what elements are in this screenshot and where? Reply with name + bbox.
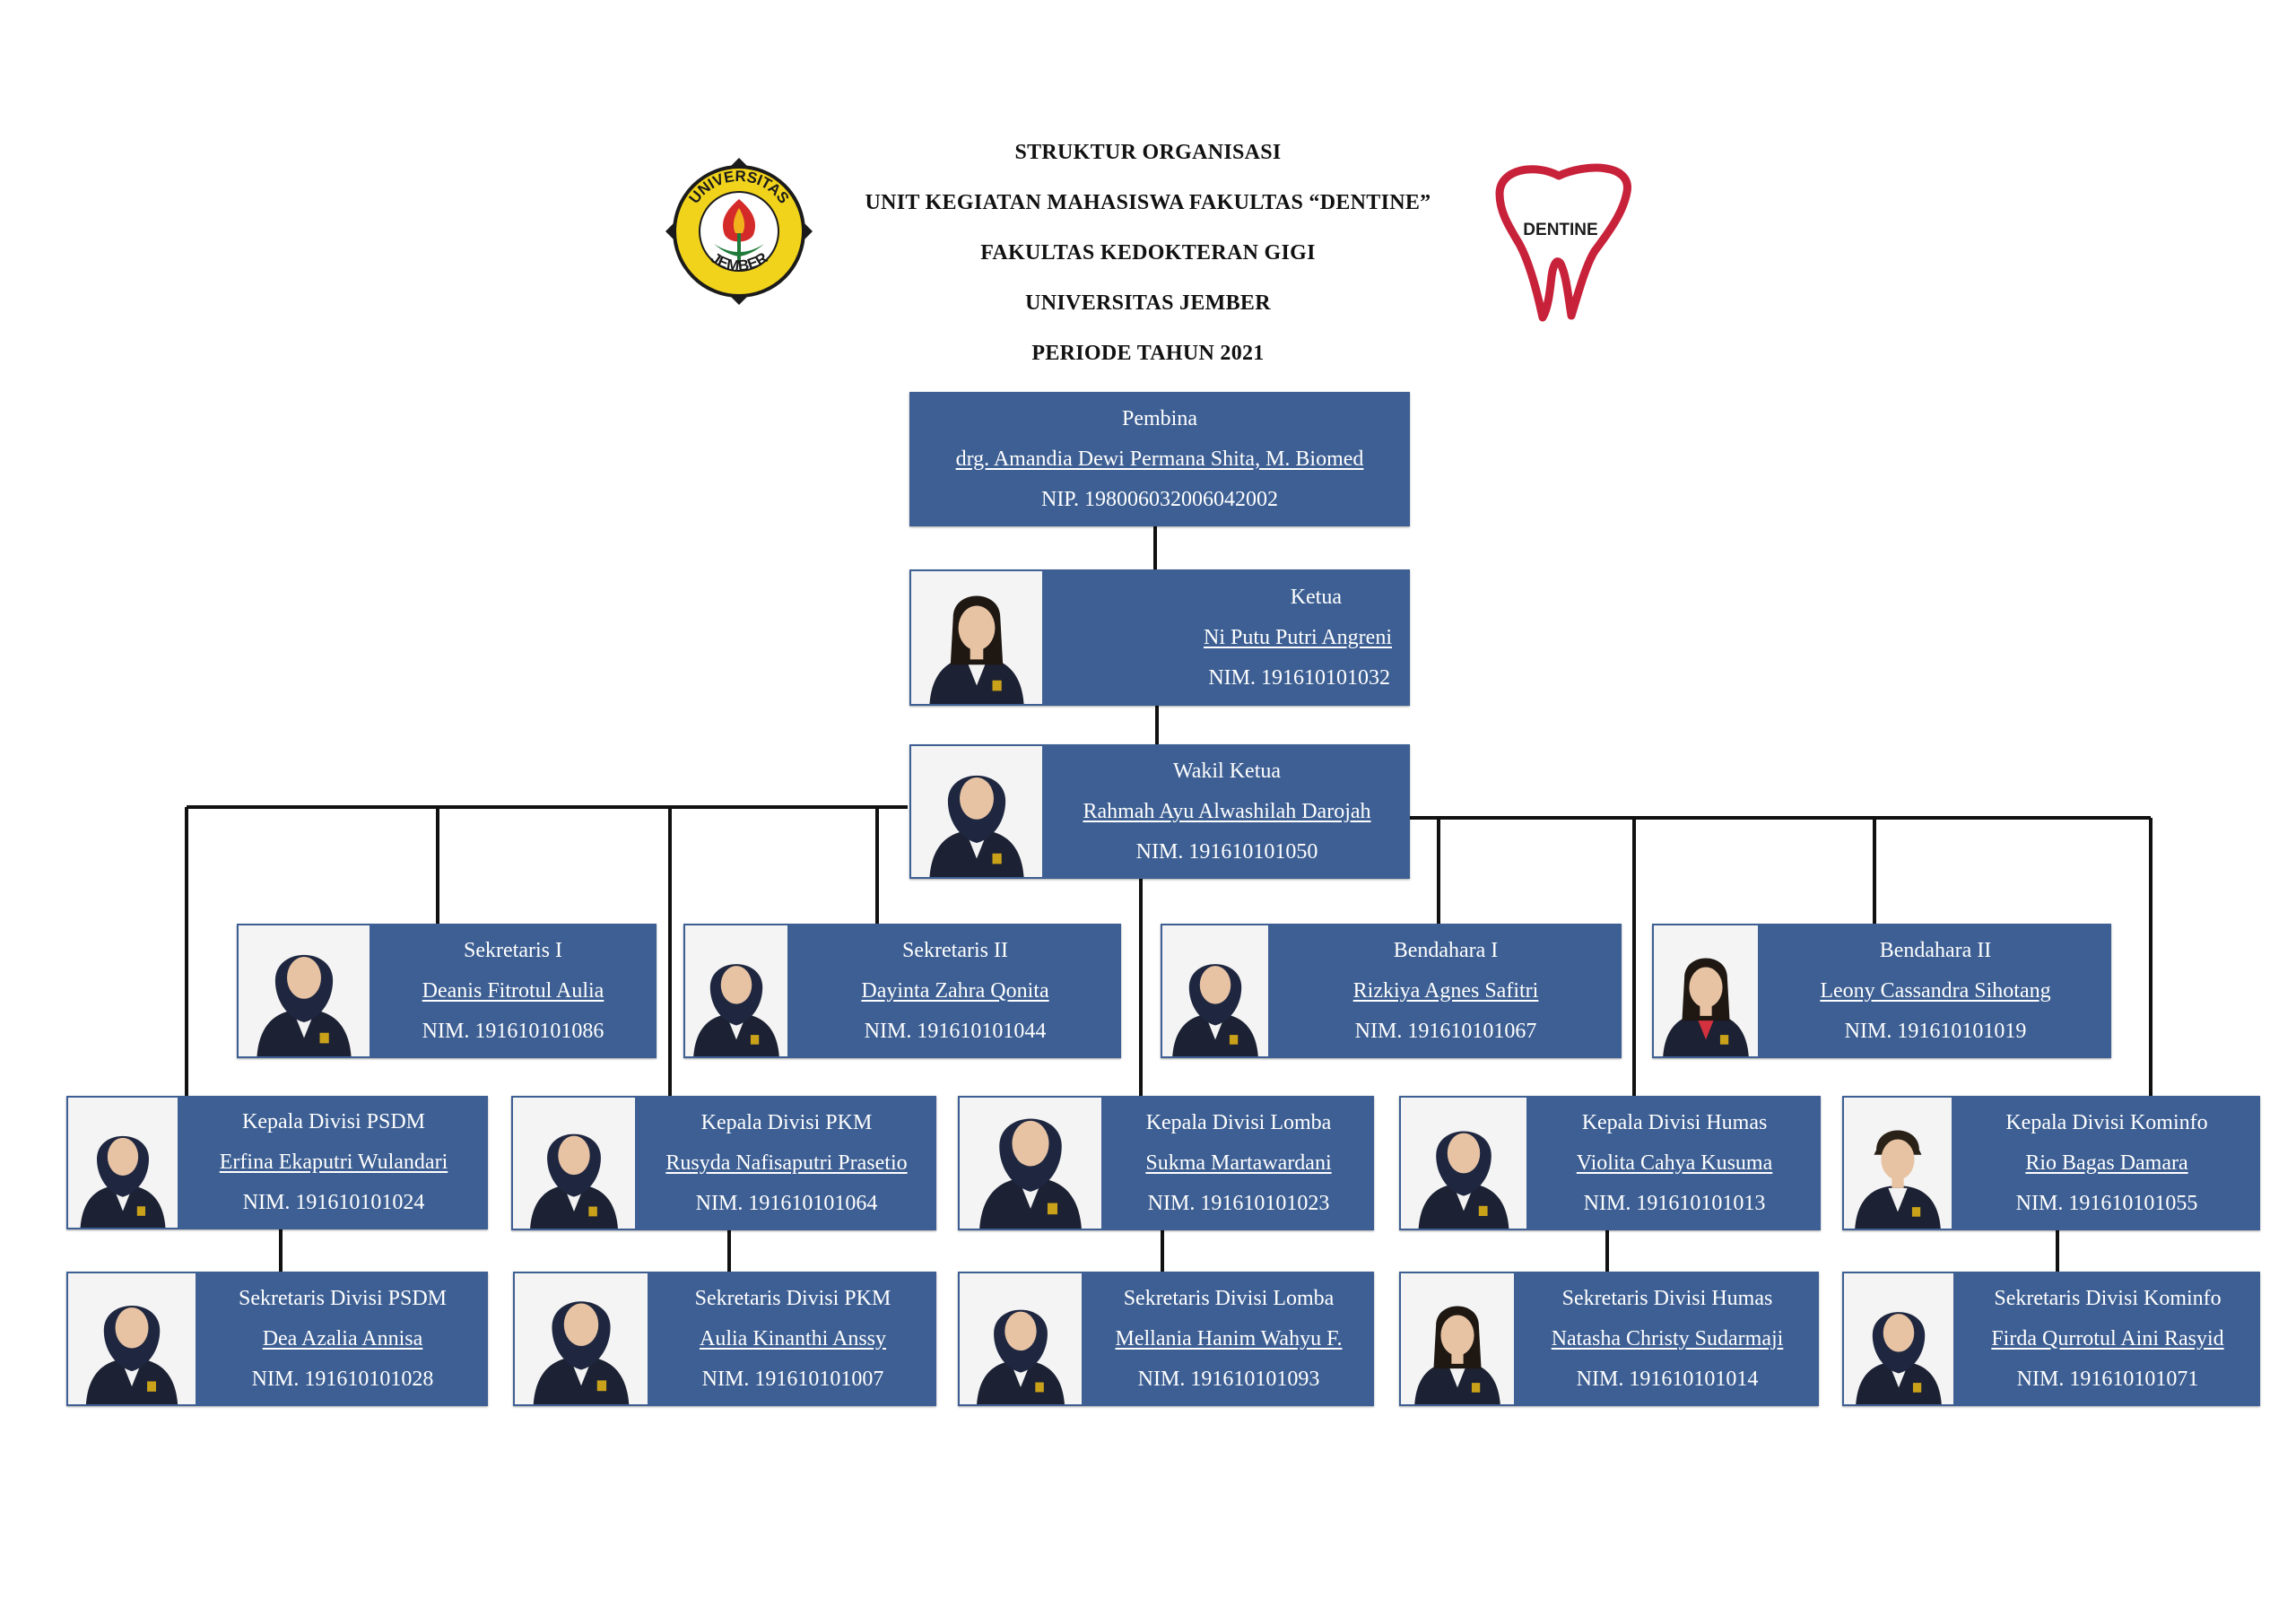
- card-role: Ketua: [1290, 585, 1342, 609]
- card-name: Erfina Ekaputri Wulandari: [219, 1151, 448, 1174]
- dentine-tooth-logo: DENTINE: [1480, 158, 1638, 323]
- universitas-jember-logo: UNIVERSITAS JEMBER: [662, 154, 816, 308]
- sekretaris-1-card: Sekretaris I Deanis Fitrotul Aulia NIM. …: [237, 924, 657, 1058]
- card-name: Dea Azalia Annisa: [262, 1326, 423, 1350]
- card-role: Kepala Divisi Kominfo: [2005, 1110, 2208, 1134]
- card-id: NIM. 191610101093: [1137, 1367, 1320, 1391]
- card-id: NIM. 191610101071: [2016, 1367, 2199, 1391]
- card-id: NIM. 191610101032: [1208, 665, 1390, 690]
- card-id: NIM. 191610101086: [422, 1019, 604, 1043]
- card-role: Kepala Divisi Humas: [1581, 1110, 1768, 1134]
- card-id: NIM. 191610101044: [864, 1019, 1047, 1043]
- member-photo: [911, 571, 1042, 704]
- member-photo: [68, 1273, 196, 1404]
- card-role: Kepala Divisi Lomba: [1145, 1110, 1332, 1134]
- card-id: NIM. 191610101014: [1576, 1367, 1759, 1391]
- card-id: NIM. 191610101050: [1135, 839, 1318, 864]
- card-name: Rahmah Ayu Alwashilah Darojah: [1083, 799, 1371, 823]
- header-unit: UNIT KEGIATAN MAHASISWA FAKULTAS “DENTIN…: [865, 191, 1431, 214]
- card-role: Sekretaris II: [902, 938, 1008, 962]
- bendahara-1-card: Bendahara I Rizkiya Agnes Safitri NIM. 1…: [1161, 924, 1622, 1058]
- sekdiv-lomba-card: Sekretaris Divisi Lomba Mellania Hanim W…: [958, 1272, 1374, 1406]
- kadiv-humas-card: Kepala Divisi Humas Violita Cahya Kusuma…: [1399, 1096, 1821, 1230]
- card-role: Sekretaris Divisi Lomba: [1123, 1286, 1335, 1310]
- member-photo: [1401, 1098, 1526, 1229]
- card-id: NIM. 191610101013: [1583, 1191, 1766, 1215]
- card-id: NIM. 191610101024: [242, 1191, 425, 1214]
- card-name: Aulia Kinanthi Anssy: [700, 1326, 886, 1350]
- member-photo: [960, 1273, 1082, 1404]
- member-photo: [960, 1098, 1101, 1229]
- card-name: Natasha Christy Sudarmaji: [1551, 1326, 1784, 1350]
- member-photo: [911, 746, 1042, 877]
- card-id: NIM. 191610101028: [251, 1367, 434, 1391]
- card-name: Sukma Martawardani: [1145, 1151, 1332, 1175]
- card-role: Kepala Divisi PSDM: [242, 1110, 425, 1133]
- bendahara-2-card: Bendahara II Leony Cassandra Sihotang NI…: [1652, 924, 2111, 1058]
- card-name: Leony Cassandra Sihotang: [1820, 978, 2051, 1003]
- card-name: Mellania Hanim Wahyu F.: [1115, 1326, 1343, 1350]
- header-title: STRUKTUR ORGANISASI: [1014, 141, 1282, 164]
- member-photo: [515, 1273, 648, 1404]
- sekdiv-pkm-card: Sekretaris Divisi PKM Aulia Kinanthi Ans…: [513, 1272, 936, 1406]
- member-photo: [1401, 1273, 1514, 1404]
- member-photo: [685, 925, 787, 1056]
- card-name: Rio Bagas Damara: [2025, 1151, 2188, 1175]
- card-name: Rizkiya Agnes Safitri: [1352, 978, 1539, 1003]
- card-id: NIM. 191610101007: [701, 1367, 884, 1391]
- card-role: Sekretaris I: [464, 938, 562, 962]
- card-name: Violita Cahya Kusuma: [1576, 1151, 1773, 1175]
- card-name: drg. Amandia Dewi Permana Shita, M. Biom…: [955, 447, 1364, 471]
- kadiv-kominfo-card: Kepala Divisi Kominfo Rio Bagas Damara N…: [1842, 1096, 2260, 1230]
- header-university: UNIVERSITAS JEMBER: [1025, 291, 1271, 315]
- card-role: Bendahara I: [1393, 938, 1499, 962]
- member-photo: [1654, 925, 1758, 1056]
- card-id: NIM. 191610101023: [1147, 1191, 1330, 1215]
- member-photo: [1162, 925, 1268, 1056]
- card-role: Sekretaris Divisi PSDM: [238, 1286, 447, 1310]
- card-id: NIM. 191610101019: [1844, 1019, 2027, 1043]
- member-photo: [1844, 1098, 1952, 1229]
- ketua-card: Ketua Ni Putu Putri Angreni NIM. 1916101…: [909, 569, 1410, 706]
- card-role: Sekretaris Divisi Kominfo: [1994, 1286, 2222, 1310]
- header-period: PERIODE TAHUN 2021: [1031, 342, 1265, 365]
- card-id: NIM. 191610101067: [1354, 1019, 1537, 1043]
- card-id: NIM. 191610101055: [2015, 1191, 2198, 1215]
- kadiv-psdm-card: Kepala Divisi PSDM Erfina Ekaputri Wulan…: [66, 1096, 488, 1229]
- card-name: Deanis Fitrotul Aulia: [422, 978, 604, 1003]
- wakil-ketua-card: Wakil Ketua Rahmah Ayu Alwashilah Daroja…: [909, 744, 1410, 879]
- sekdiv-kominfo-card: Sekretaris Divisi Kominfo Firda Qurrotul…: [1842, 1272, 2260, 1406]
- pembina-card: Pembina drg. Amandia Dewi Permana Shita,…: [909, 392, 1410, 526]
- sekdiv-psdm-card: Sekretaris Divisi PSDM Dea Azalia Annisa…: [66, 1272, 488, 1406]
- card-role: Pembina: [1122, 406, 1197, 430]
- header-faculty: FAKULTAS KEDOKTERAN GIGI: [980, 241, 1316, 265]
- card-role: Kepala Divisi PKM: [700, 1110, 873, 1134]
- card-name: Rusyda Nafisaputri Prasetio: [665, 1151, 908, 1175]
- sekdiv-humas-card: Sekretaris Divisi Humas Natasha Christy …: [1399, 1272, 1819, 1406]
- dentine-logo-text: DENTINE: [1523, 221, 1597, 239]
- member-photo: [513, 1098, 635, 1229]
- sekretaris-2-card: Sekretaris II Dayinta Zahra Qonita NIM. …: [683, 924, 1121, 1058]
- card-role: Sekretaris Divisi Humas: [1561, 1286, 1773, 1310]
- member-photo: [239, 925, 370, 1056]
- card-id: NIP. 198006032006042002: [1040, 487, 1278, 511]
- card-id: NIM. 191610101064: [695, 1191, 878, 1215]
- card-role: Bendahara II: [1879, 938, 1992, 962]
- card-role: Wakil Ketua: [1172, 759, 1282, 783]
- kadiv-lomba-card: Kepala Divisi Lomba Sukma Martawardani N…: [958, 1096, 1374, 1230]
- member-photo: [68, 1098, 178, 1228]
- card-name: Dayinta Zahra Qonita: [861, 978, 1049, 1003]
- card-role: Sekretaris Divisi PKM: [694, 1286, 891, 1310]
- card-name: Firda Qurrotul Aini Rasyid: [1991, 1326, 2224, 1350]
- card-name: Ni Putu Putri Angreni: [1203, 625, 1392, 649]
- member-photo: [1844, 1273, 1953, 1404]
- kadiv-pkm-card: Kepala Divisi PKM Rusyda Nafisaputri Pra…: [511, 1096, 936, 1230]
